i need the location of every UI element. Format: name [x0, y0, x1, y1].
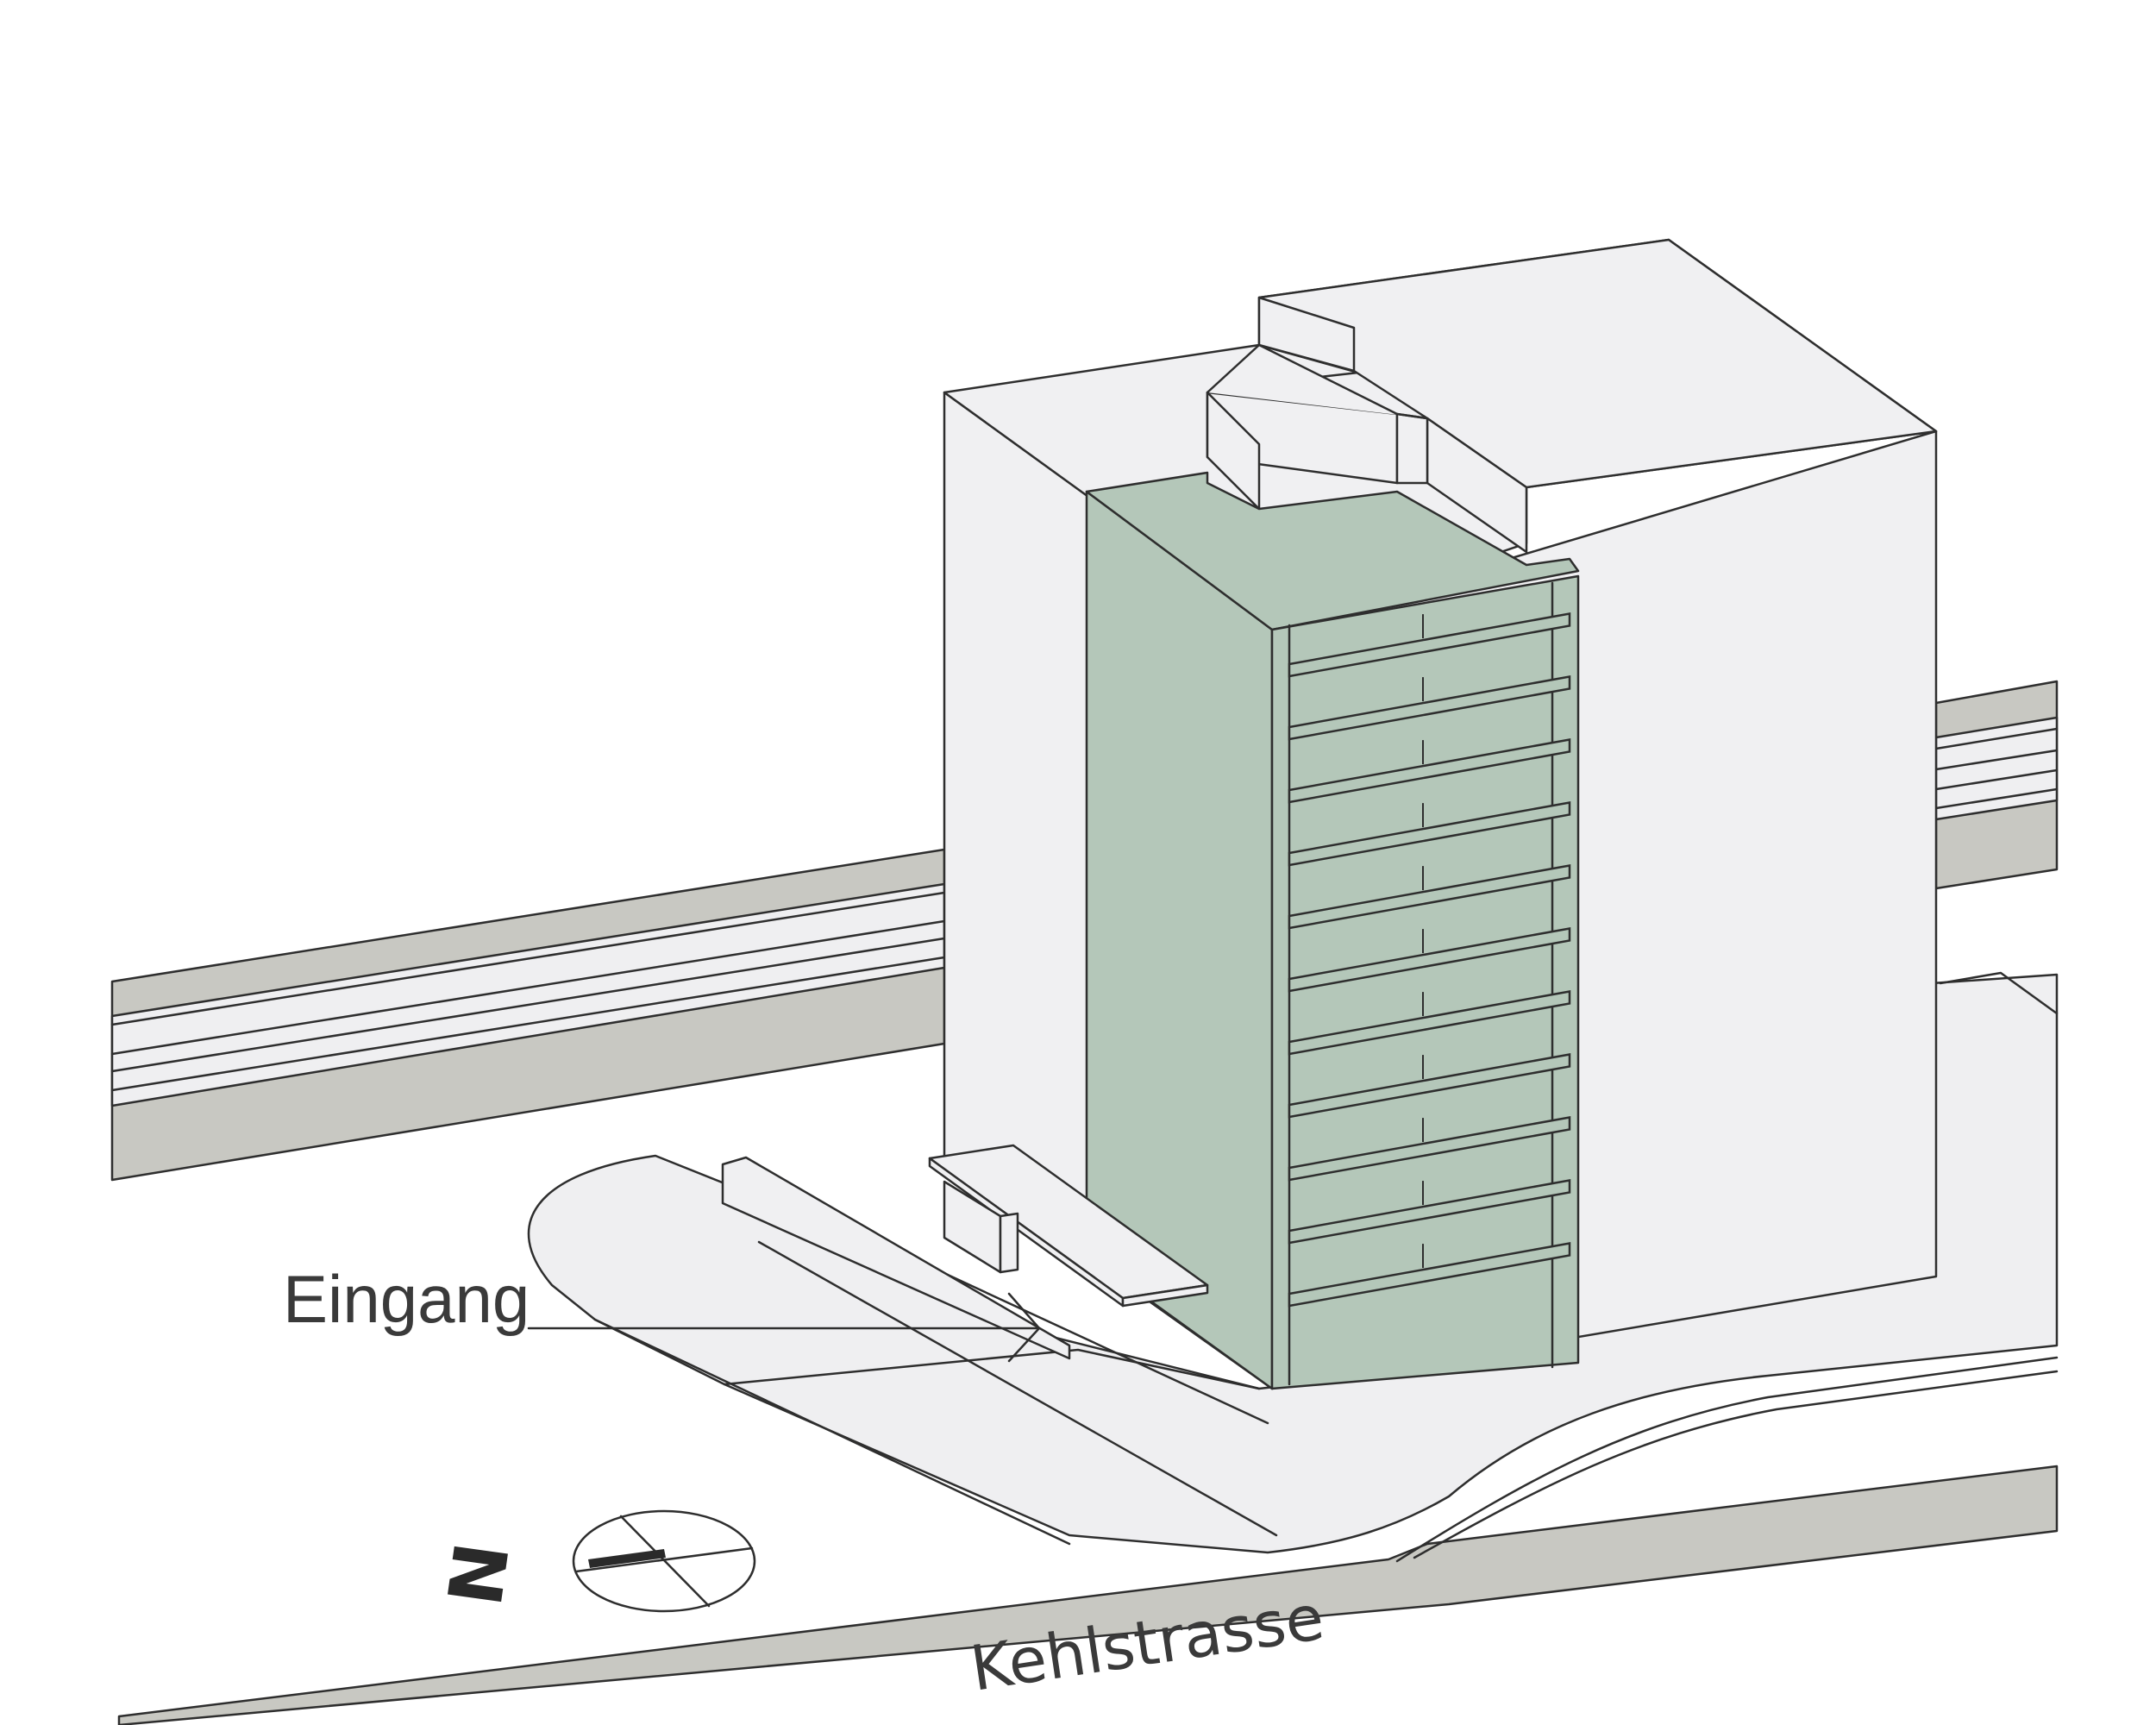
entrance-canopy: [721, 1144, 1209, 1360]
north-letter: N: [433, 1538, 527, 1611]
balcony-slab: [1288, 1242, 1571, 1308]
balcony-slabs: [1288, 583, 1571, 1308]
site-ground: [527, 971, 2059, 1554]
entrance-annotation: Eingang: [283, 1261, 1041, 1363]
balcony-slab: [1288, 927, 1571, 993]
balcony-slab: [1288, 801, 1571, 867]
north-arrow-icon: N: [433, 1509, 756, 1613]
balcony-slab: [1288, 864, 1571, 930]
balcony-slab: [1288, 1116, 1571, 1182]
rail-corridor-right: [1934, 680, 2059, 890]
entrance-arrow-icon: [1007, 1292, 1041, 1363]
balcony-slab: [1288, 612, 1571, 678]
entrance-label: Eingang: [283, 1261, 530, 1337]
balcony-slab: [1288, 675, 1571, 741]
balcony-slab: [1288, 1053, 1571, 1119]
rail-corridor-left: [110, 848, 946, 1182]
balcony-slab: [1288, 738, 1571, 804]
balcony-slab: [1288, 990, 1571, 1056]
balcony-slab: [1288, 1179, 1571, 1245]
street-kehlstrasse: [117, 1356, 2059, 1725]
